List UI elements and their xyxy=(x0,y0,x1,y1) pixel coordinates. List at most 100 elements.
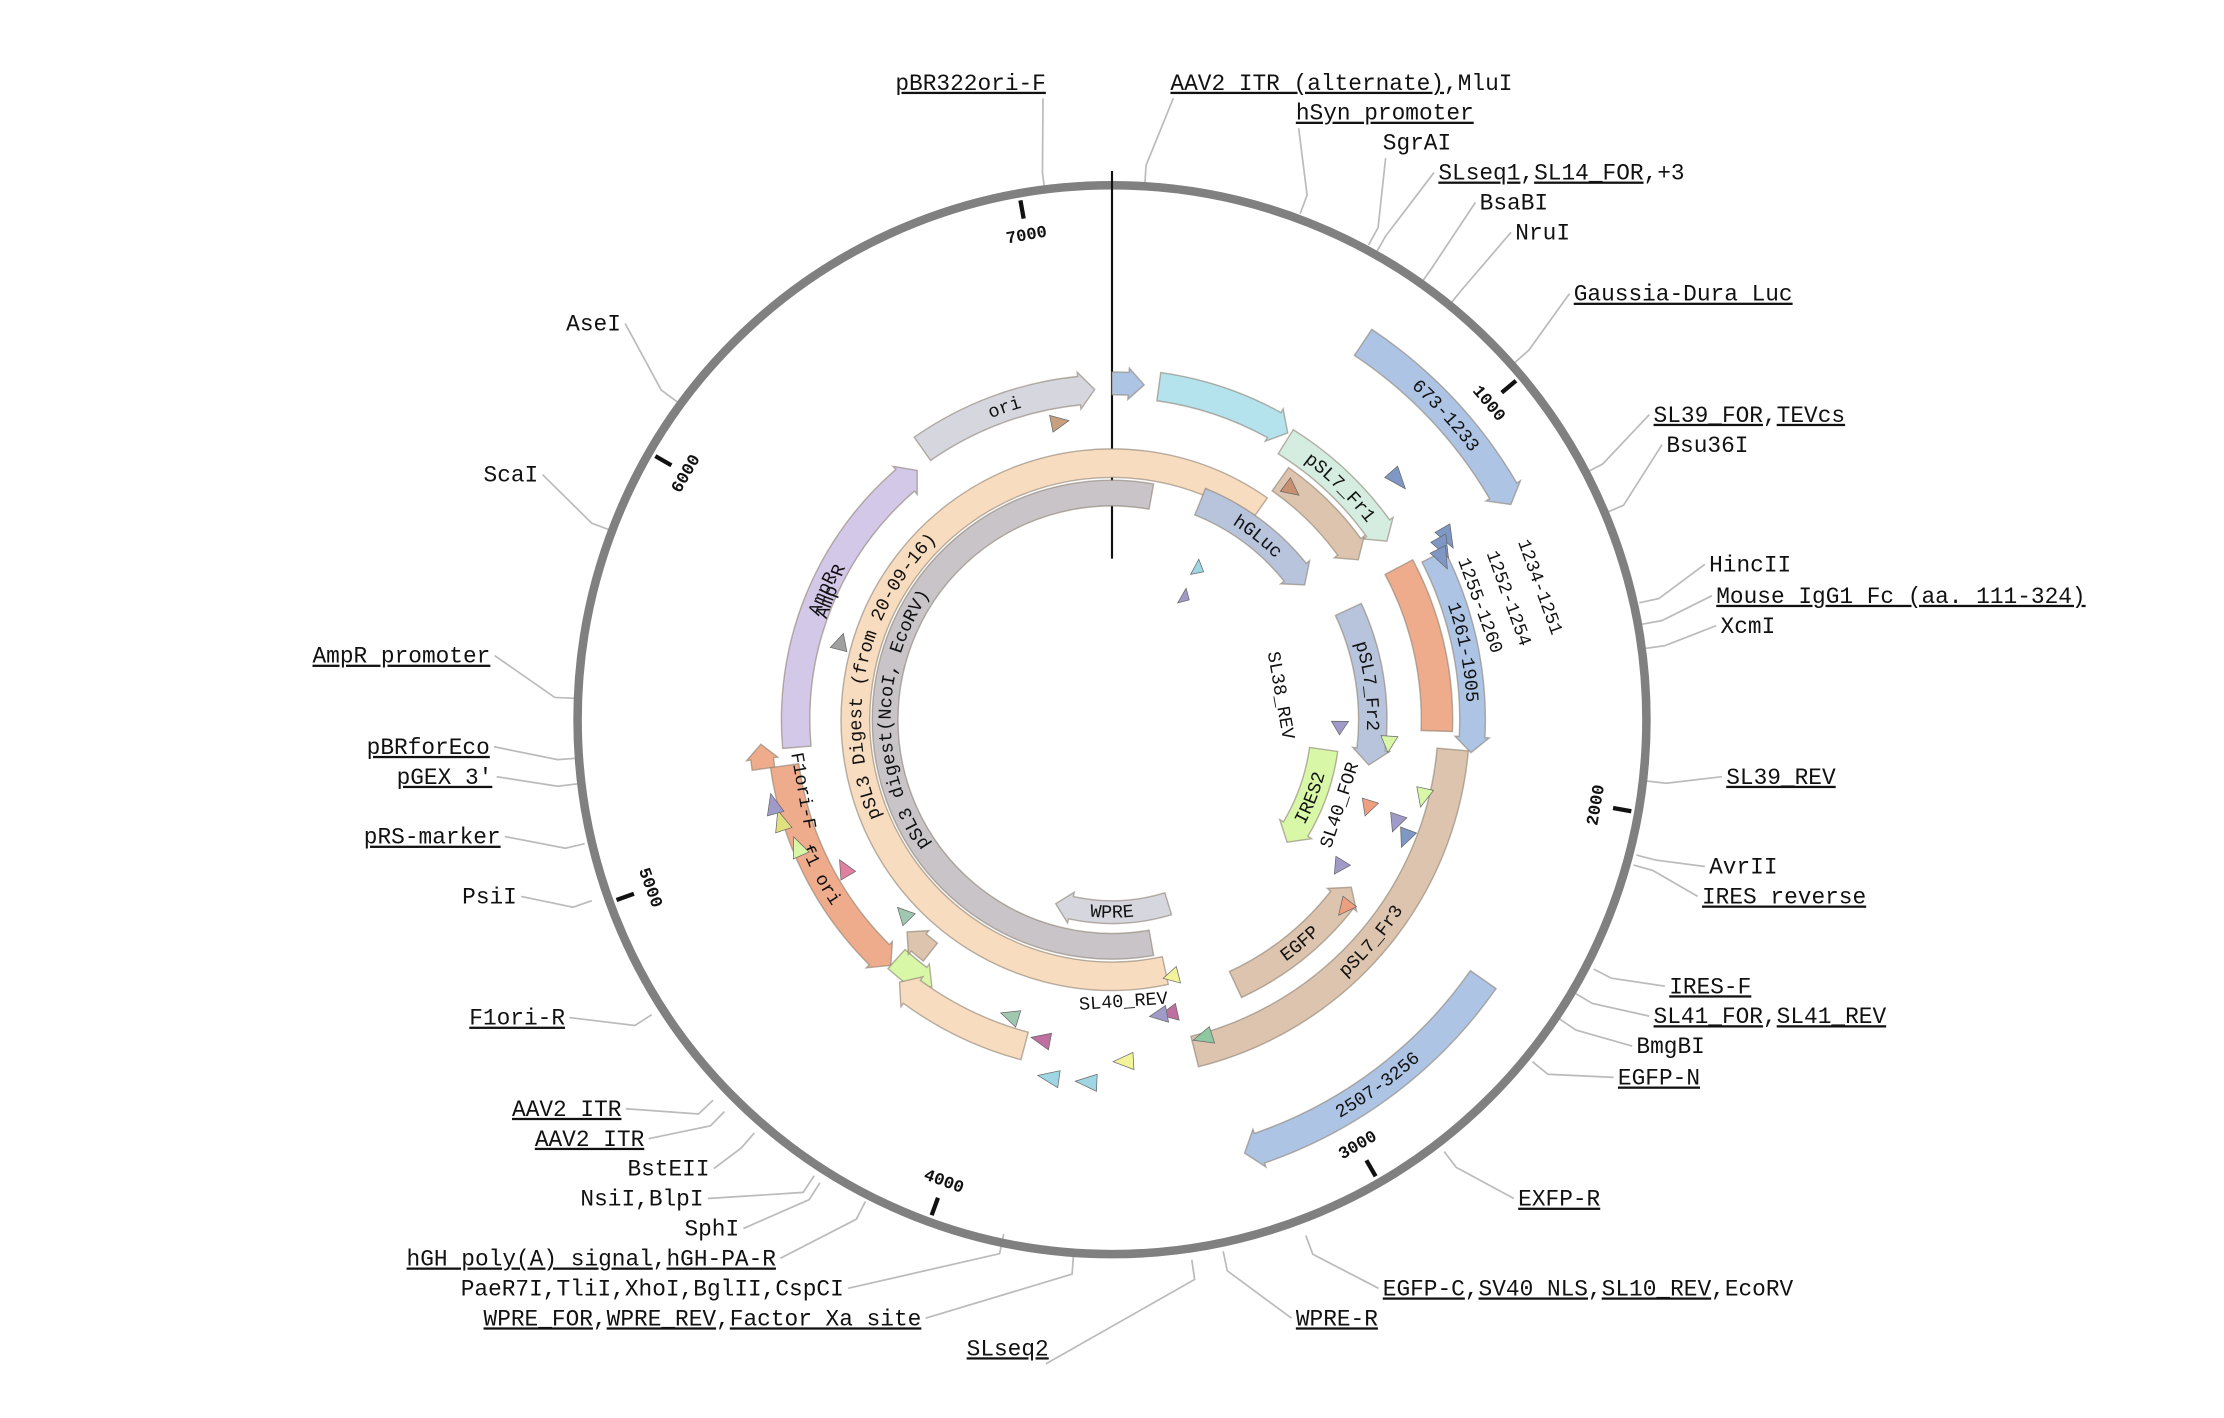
primer-binding-site[interactable] xyxy=(775,809,793,834)
enzyme-name[interactable]: , xyxy=(593,1306,607,1332)
feature-EGFP[interactable] xyxy=(1228,886,1358,999)
primer-binding-site[interactable] xyxy=(1192,1026,1216,1044)
map-label[interactable]: AvrII xyxy=(1709,855,1777,881)
feature-orange-feature[interactable] xyxy=(1384,558,1454,733)
feature-f1-ori[interactable] xyxy=(769,762,894,969)
map-label[interactable]: WPRE_FOR,WPRE_REV,Factor Xa site xyxy=(484,1306,922,1332)
feature-AmpR[interactable] xyxy=(780,465,918,750)
primer-binding-site[interactable] xyxy=(1112,1051,1135,1071)
map-label[interactable]: pRS-marker xyxy=(364,825,501,851)
feature-name[interactable]: AmpR promoter xyxy=(313,644,491,670)
map-label[interactable]: SphI xyxy=(684,1217,739,1243)
feature-name[interactable]: SL41_FOR xyxy=(1654,1004,1764,1030)
map-label[interactable]: BstEII xyxy=(627,1157,709,1183)
primer-binding-site[interactable] xyxy=(1279,477,1300,496)
map-label[interactable]: ScaI xyxy=(484,463,539,489)
enzyme-name[interactable]: BmgBI xyxy=(1636,1034,1704,1060)
feature-name[interactable]: WPRE_REV xyxy=(607,1306,717,1332)
feature-name[interactable]: AAV2 ITR xyxy=(512,1097,622,1123)
feature-name[interactable]: pBRforEco xyxy=(367,735,490,761)
feature-name[interactable]: EGFP-C xyxy=(1383,1276,1465,1302)
enzyme-name[interactable]: AseI xyxy=(566,312,621,338)
primer-binding-site[interactable] xyxy=(1036,1070,1061,1089)
map-label[interactable]: IRES reverse xyxy=(1702,885,1866,911)
map-label[interactable]: SLseq2 xyxy=(967,1336,1049,1362)
feature-tan-feature[interactable] xyxy=(906,929,939,963)
feature-name[interactable]: SL10_REV xyxy=(1602,1276,1712,1302)
enzyme-name[interactable]: ScaI xyxy=(484,463,539,489)
feature-name[interactable]: IRES-F xyxy=(1669,974,1751,1000)
feature-name[interactable]: SL14_FOR xyxy=(1534,161,1644,187)
feature-name[interactable]: SLseq2 xyxy=(967,1336,1049,1362)
feature-name[interactable]: F1ori-R xyxy=(469,1006,565,1032)
primer-binding-site[interactable] xyxy=(1148,1004,1170,1023)
enzyme-name[interactable]: NruI xyxy=(1515,220,1570,246)
feature-AmpR-promoter[interactable] xyxy=(744,743,780,772)
map-label[interactable]: Gaussia-Dura Luc xyxy=(1574,282,1793,308)
feature-beige-feature[interactable] xyxy=(898,975,1030,1061)
map-label[interactable]: HincII xyxy=(1709,552,1791,578)
primer-binding-site[interactable] xyxy=(766,792,785,817)
enzyme-name[interactable]: MluI xyxy=(1458,71,1513,97)
primer-binding-site[interactable] xyxy=(1429,544,1448,570)
primer-binding-site[interactable] xyxy=(792,835,810,860)
map-label[interactable]: PaeR7I,TliI,XhoI,BglII,CspCI xyxy=(461,1276,844,1302)
enzyme-name[interactable]: , xyxy=(653,1247,667,1273)
feature-name[interactable]: Factor Xa site xyxy=(730,1306,922,1332)
feature-pSL7-Fr1[interactable] xyxy=(1277,428,1395,542)
enzyme-name[interactable]: , xyxy=(1465,1276,1479,1302)
primer-binding-site[interactable] xyxy=(1190,558,1205,575)
primer-binding-site[interactable] xyxy=(1416,786,1435,808)
enzyme-name[interactable]: BsaBI xyxy=(1480,190,1548,216)
feature-IRES2[interactable] xyxy=(1278,746,1339,844)
map-label[interactable]: EGFP-N xyxy=(1618,1066,1700,1092)
map-label[interactable]: Mouse IgG1 Fc (aa. 111-324) xyxy=(1716,584,2085,610)
feature-ori[interactable] xyxy=(913,370,1096,462)
primer-binding-site[interactable] xyxy=(896,906,916,927)
map-label[interactable]: NruI xyxy=(1515,220,1570,246)
feature-name[interactable]: SL39_FOR xyxy=(1654,403,1764,429)
enzyme-name[interactable]: , xyxy=(716,1306,730,1332)
map-label[interactable]: SgrAI xyxy=(1383,131,1451,157)
primer-binding-site[interactable] xyxy=(1380,735,1399,754)
enzyme-name[interactable]: ,+3 xyxy=(1644,161,1685,187)
primer-binding-site[interactable] xyxy=(1162,965,1182,984)
primer-binding-site[interactable] xyxy=(839,859,857,881)
feature-name[interactable]: EGFP-N xyxy=(1618,1066,1700,1092)
feature-gaussia-dura-luc[interactable] xyxy=(1353,328,1522,506)
enzyme-name[interactable]: , xyxy=(1588,1276,1602,1302)
primer-binding-site[interactable] xyxy=(1361,797,1380,817)
map-label[interactable]: hSyn promoter xyxy=(1296,101,1474,127)
enzyme-name[interactable]: AvrII xyxy=(1709,855,1777,881)
feature-name[interactable]: Mouse IgG1 Fc (aa. 111-324) xyxy=(1716,584,2085,610)
map-label[interactable]: SL41_FOR,SL41_REV xyxy=(1654,1004,1887,1030)
map-label[interactable]: AmpR promoter xyxy=(313,644,491,670)
map-label[interactable]: SL39_FOR,TEVcs xyxy=(1654,403,1846,429)
feature-name[interactable]: hSyn promoter xyxy=(1296,101,1474,127)
feature-hGLuc[interactable] xyxy=(1193,487,1311,586)
feature-name[interactable]: EXFP-R xyxy=(1518,1187,1600,1213)
feature-pSL3-digest[interactable] xyxy=(840,448,1269,992)
primer-binding-site[interactable] xyxy=(1338,895,1358,916)
feature-name[interactable]: IRES reverse xyxy=(1702,885,1866,911)
primer-binding-site[interactable] xyxy=(1400,826,1418,849)
primer-binding-site[interactable] xyxy=(1176,587,1190,604)
primer-binding-site[interactable] xyxy=(1333,855,1352,875)
enzyme-name[interactable]: BstEII xyxy=(627,1157,709,1183)
feature-pSL7-Fr3[interactable] xyxy=(1190,747,1470,1068)
enzyme-name[interactable]: SphI xyxy=(684,1217,739,1243)
map-label[interactable]: WPRE-R xyxy=(1296,1306,1378,1332)
feature-name[interactable]: pGEX 3' xyxy=(397,765,493,791)
map-label[interactable]: AseI xyxy=(566,312,621,338)
enzyme-name[interactable]: NsiI,BlpI xyxy=(580,1187,703,1213)
primer-binding-site[interactable] xyxy=(1074,1073,1098,1092)
map-label[interactable]: SLseq1,SL14_FOR,+3 xyxy=(1438,161,1684,187)
enzyme-name[interactable]: SgrAI xyxy=(1383,131,1451,157)
map-label[interactable]: BmgBI xyxy=(1636,1034,1704,1060)
map-label[interactable]: XcmI xyxy=(1721,614,1776,640)
map-label[interactable]: EGFP-C,SV40 NLS,SL10_REV,EcoRV xyxy=(1383,1276,1794,1302)
map-label[interactable]: BsaBI xyxy=(1480,190,1548,216)
map-label[interactable]: Bsu36I xyxy=(1666,433,1748,459)
map-label[interactable]: AAV2 ITR xyxy=(512,1097,622,1123)
feature-name[interactable]: SL39_REV xyxy=(1726,765,1836,791)
